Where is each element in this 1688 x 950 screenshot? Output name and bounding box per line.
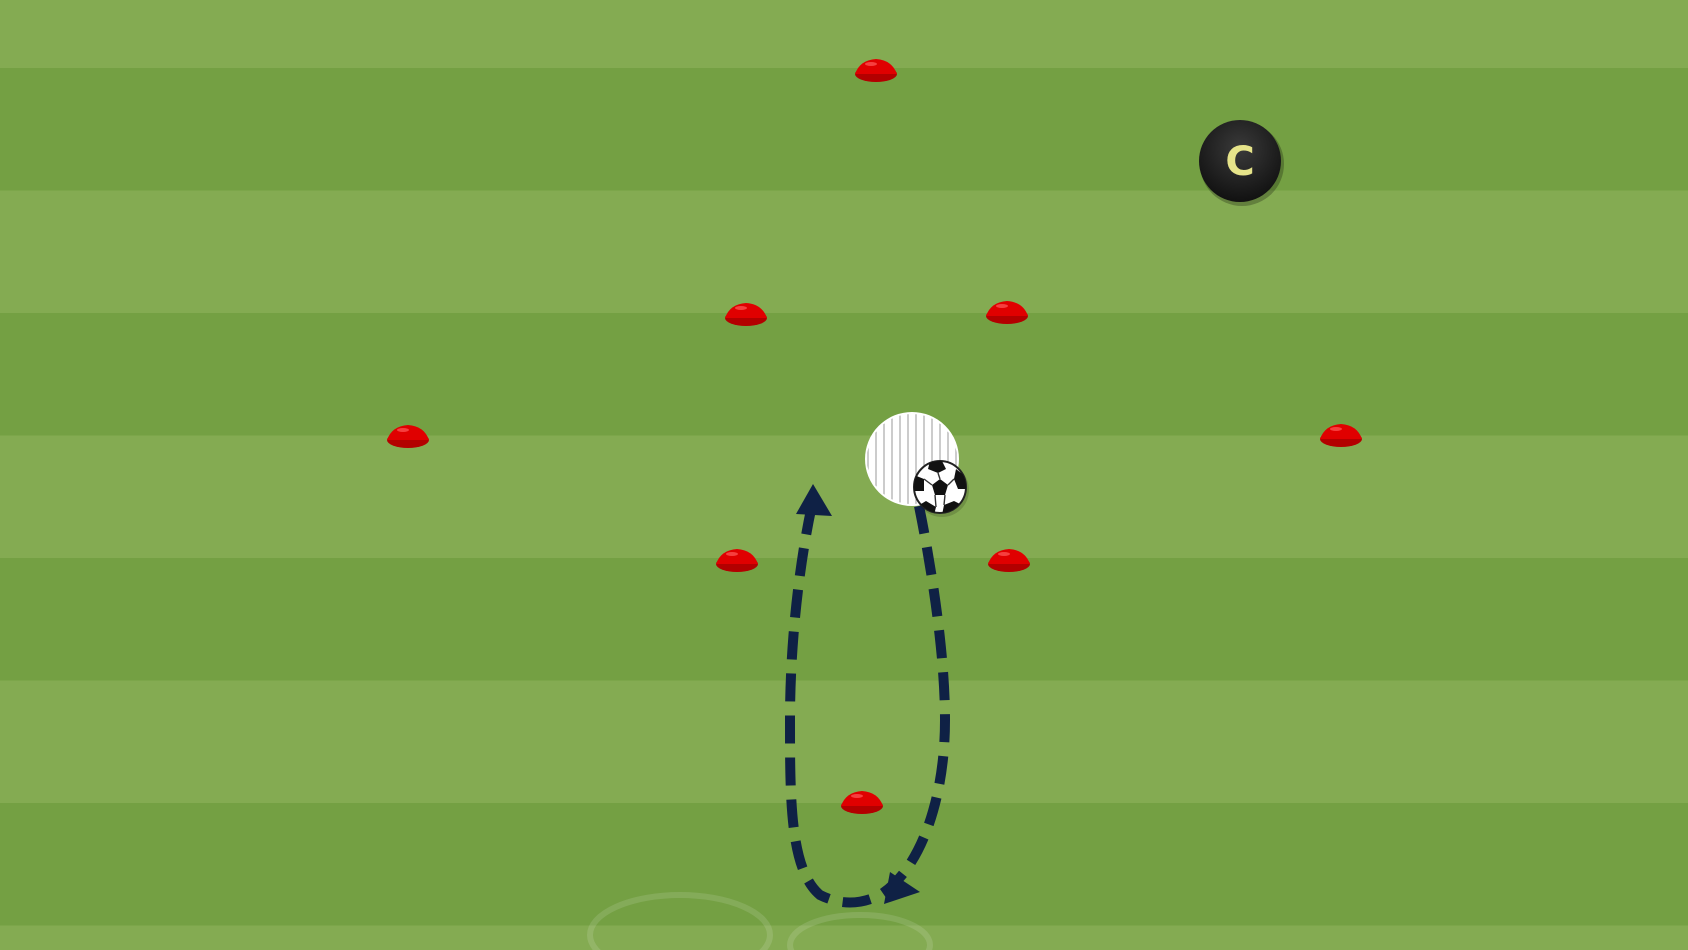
cone-upper-left <box>725 303 767 326</box>
dashed-run-line <box>784 503 951 908</box>
cone-bottom <box>841 791 883 814</box>
cone-lower-left <box>716 549 758 572</box>
arrowhead-up <box>796 484 832 516</box>
pitch-stripe <box>0 68 1688 191</box>
cones-group <box>387 59 1362 814</box>
cone-far-right <box>1320 424 1362 447</box>
pitch-stripe <box>0 313 1688 436</box>
cone-far-left <box>387 425 429 448</box>
pitch-stripe <box>0 558 1688 681</box>
arrowhead-bottom <box>884 872 920 904</box>
cone-lower-right <box>988 549 1030 572</box>
dribble-path <box>784 484 951 908</box>
cone-top <box>855 59 897 82</box>
watermark-logo <box>587 892 933 950</box>
cone-upper-right <box>986 301 1028 324</box>
coach-token: C <box>1199 120 1284 206</box>
coach-label: C <box>1225 139 1254 185</box>
